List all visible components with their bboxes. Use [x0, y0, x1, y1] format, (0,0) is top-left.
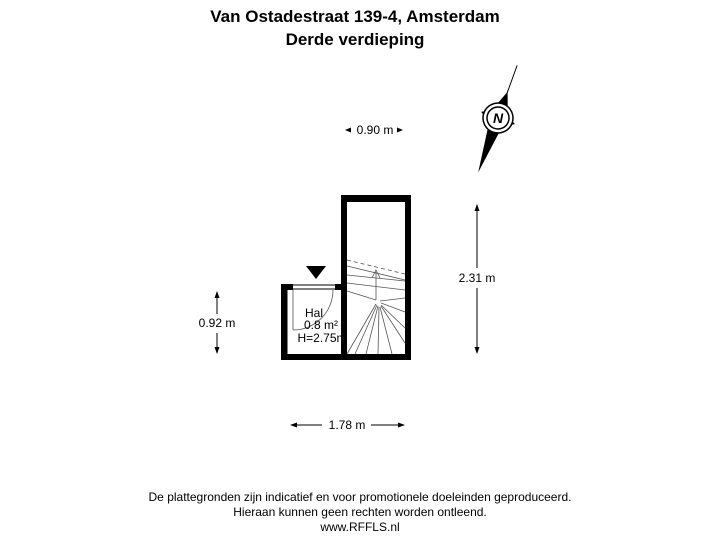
room-name: Hal	[305, 306, 323, 320]
north-arrow-icon	[478, 65, 518, 173]
bottom-dimension: 1.78 m	[290, 418, 405, 432]
right-dimension: 2.31 m	[459, 204, 496, 354]
hal-walls	[281, 284, 347, 360]
room-height: H=2.75m	[297, 331, 346, 345]
entrance-triangle-icon	[306, 266, 326, 279]
website-link[interactable]: www.RFFLS.nl	[320, 520, 400, 534]
stair-walls	[341, 195, 411, 360]
plan-title: Van Ostadestraat 139-4, Amsterdam	[210, 7, 500, 26]
top-width-label: 0.90 m	[357, 123, 394, 137]
door-swing	[292, 289, 334, 331]
floor-subtitle: Derde verdieping	[285, 30, 425, 49]
disclaimer-line-1: De plattegronden zijn indicatief en voor…	[148, 490, 572, 504]
room-area: 0.8 m²	[304, 318, 338, 332]
left-height-label: 0.92 m	[199, 316, 236, 330]
stairs	[346, 259, 406, 355]
north-label: N	[493, 110, 504, 126]
right-height-label: 2.31 m	[459, 271, 496, 285]
left-dimension: 0.92 m	[199, 291, 236, 354]
bottom-width-label: 1.78 m	[329, 418, 366, 432]
top-dimension: 0.90 m	[345, 123, 403, 137]
disclaimer-line-2: Hieraan kunnen geen rechten worden ontle…	[233, 505, 487, 519]
